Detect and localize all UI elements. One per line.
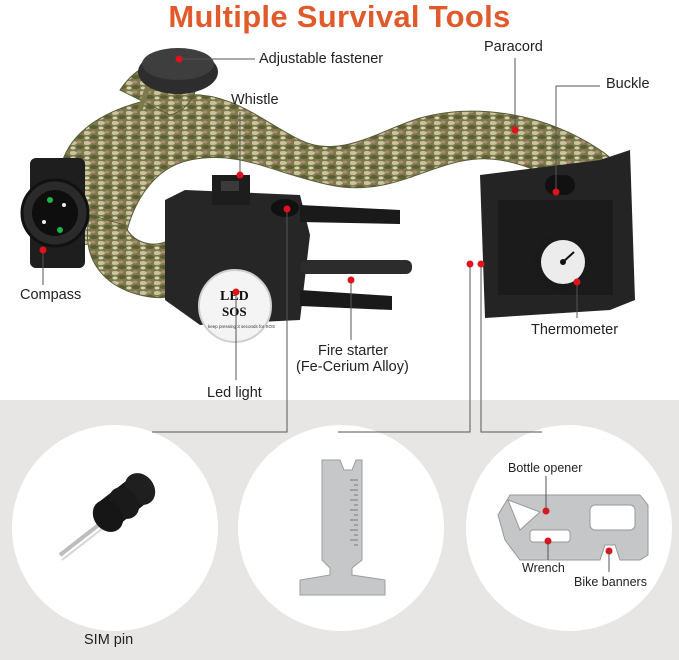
- ruler-tool: [299, 459, 386, 596]
- card-callout-lines: [545, 476, 610, 572]
- led-badge-line2: SOS: [222, 304, 247, 319]
- marker-led: [232, 288, 240, 296]
- label-paracord: Paracord: [484, 39, 543, 55]
- sim-pin: [58, 473, 156, 561]
- led-badge: [198, 269, 272, 343]
- label-sim-pin: SIM pin: [84, 632, 134, 648]
- marker-thermometer: [573, 278, 581, 286]
- label-whistle: Whistle: [231, 92, 279, 108]
- label-led-light: Led light: [207, 385, 262, 401]
- connector-lines: [152, 209, 542, 433]
- label-bottle-opener: Bottle opener: [508, 461, 583, 475]
- page-title: Multiple Survival Tools: [168, 0, 511, 34]
- marker-sim: [283, 205, 291, 213]
- marker-paracord: [511, 126, 519, 134]
- led-badge-line1: LED: [220, 289, 249, 304]
- multitool-card: [497, 494, 649, 561]
- label-compass: Compass: [20, 287, 82, 303]
- marker-buckle: [552, 188, 560, 196]
- label-bike-banners: Bike banners: [574, 575, 647, 589]
- label-fire-starter-line1: Fire starter: [318, 343, 389, 359]
- marker-card: [477, 260, 485, 268]
- thermometer: [534, 233, 592, 291]
- marker-fire-starter: [347, 276, 355, 284]
- label-buckle: Buckle: [606, 76, 650, 92]
- compass: [20, 158, 90, 268]
- label-adjustable-fastener: Adjustable fastener: [259, 51, 384, 67]
- callout-lines: [42, 58, 600, 380]
- label-fire-starter-line2: (Fe-Cerium Alloy): [296, 359, 409, 375]
- fire-starter-rod: [300, 260, 412, 274]
- led-badge-line3: keep pressing 3 seconds for SOS: [208, 324, 275, 329]
- label-wrench: Wrench: [522, 561, 565, 575]
- marker-ruler: [466, 260, 474, 268]
- marker-compass: [39, 246, 47, 254]
- marker-adjustable-fastener: [175, 55, 183, 63]
- marker-whistle: [236, 171, 244, 179]
- adjustable-fastener: [137, 48, 218, 111]
- label-thermometer: Thermometer: [531, 322, 619, 338]
